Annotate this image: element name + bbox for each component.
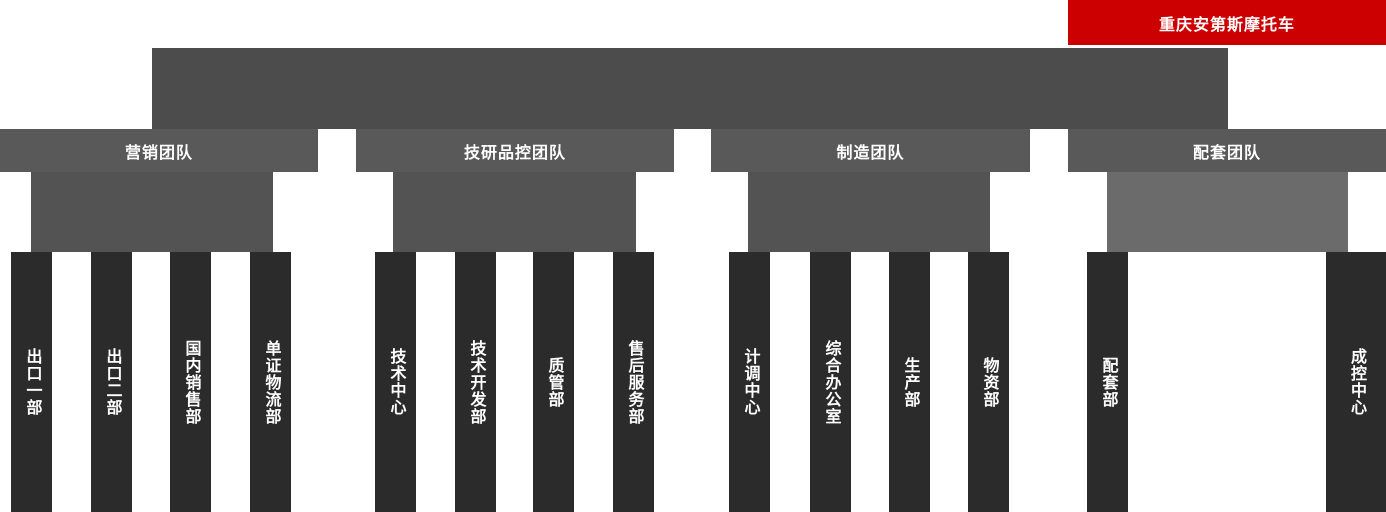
dept-label: 生产部 — [901, 356, 919, 408]
team-header-marketing: 营销团队 — [0, 129, 318, 172]
dept-bar-materials: 物资部 — [968, 252, 1009, 512]
dept-bar-production: 生产部 — [889, 252, 930, 512]
team-connector-supporting — [1107, 172, 1348, 252]
dept-bar-planning-center: 计调中心 — [729, 252, 770, 512]
dept-bar-tech-center: 技术中心 — [375, 252, 416, 512]
team-header-manufacturing: 制造团队 — [711, 129, 1030, 172]
team-connector-marketing — [31, 172, 273, 252]
dept-label: 质管部 — [545, 356, 563, 408]
dept-label: 单证物流部 — [262, 339, 280, 425]
dept-label: 物资部 — [980, 356, 998, 408]
dept-label: 技术中心 — [387, 348, 405, 416]
root-connector-bar — [152, 48, 1228, 129]
dept-label: 技术开发部 — [467, 339, 485, 425]
team-label: 配套团队 — [1192, 144, 1261, 162]
team-label: 营销团队 — [124, 144, 193, 162]
dept-bar-domestic-sales: 国内销售部 — [170, 252, 211, 512]
team-connector-rd-quality — [393, 172, 636, 252]
dept-bar-export-1: 出口一部 — [11, 252, 52, 512]
team-label: 制造团队 — [836, 144, 905, 162]
team-connector-manufacturing — [748, 172, 990, 252]
dept-label: 国内销售部 — [182, 339, 200, 425]
dept-bar-cost-control-center: 成控中心 — [1326, 252, 1386, 512]
dept-bar-quality-management: 质管部 — [533, 252, 574, 512]
dept-label: 出口一部 — [23, 348, 41, 416]
dept-bar-after-sales: 售后服务部 — [613, 252, 654, 512]
dept-label: 售后服务部 — [625, 339, 643, 425]
dept-bar-general-office: 综合办公室 — [810, 252, 851, 512]
dept-bar-docs-logistics: 单证物流部 — [250, 252, 291, 512]
dept-label: 计调中心 — [741, 348, 759, 416]
dept-bar-tech-development: 技术开发部 — [455, 252, 496, 512]
dept-label: 配套部 — [1099, 356, 1117, 408]
dept-label: 综合办公室 — [822, 339, 840, 425]
dept-label: 出口二部 — [103, 348, 121, 416]
dept-label: 成控中心 — [1348, 348, 1365, 416]
dept-bar-export-2: 出口二部 — [91, 252, 132, 512]
team-header-supporting: 配套团队 — [1068, 129, 1386, 172]
company-root-box: 重庆安第斯摩托车 — [1068, 0, 1386, 45]
company-name: 重庆安第斯摩托车 — [1158, 16, 1295, 34]
team-label: 技研品控团队 — [463, 144, 566, 162]
dept-bar-supporting: 配套部 — [1087, 252, 1128, 512]
team-header-rd-quality: 技研品控团队 — [356, 129, 674, 172]
